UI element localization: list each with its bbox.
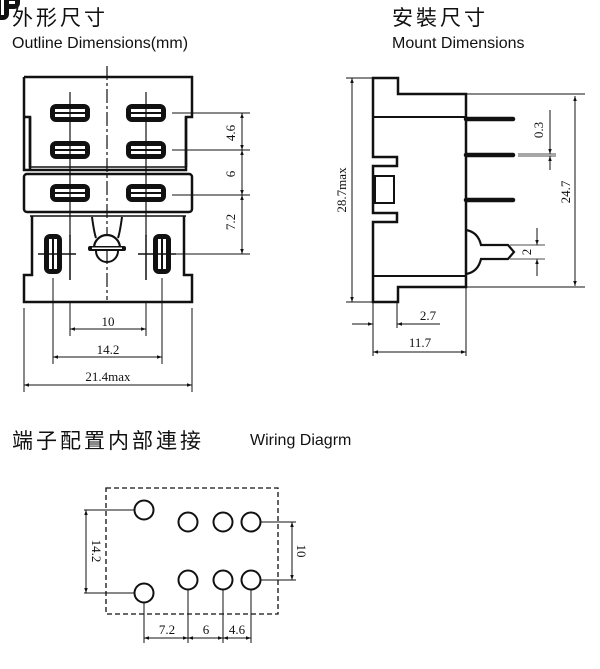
dim-label: 6: [223, 170, 238, 177]
wiring-title-en: Wiring Diagrm: [250, 432, 352, 449]
socket-lower-body: [22, 216, 194, 304]
coil-pin: [133, 582, 155, 604]
mount-drawing: 28.7max 24.7 0.3 2 2.7 11.7: [334, 76, 585, 356]
dim-label: 4.6: [223, 124, 238, 141]
outline-title-cn: 外形尺寸: [12, 6, 108, 30]
wiring-title-cn: 端子配置内部連接: [12, 429, 204, 453]
contact-pin: [177, 569, 199, 591]
dim-label: 14.2: [89, 540, 104, 563]
mount-title-en: Mount Dimensions: [392, 35, 525, 52]
coil-pin: [133, 499, 155, 521]
dim-label: 24.7: [558, 180, 573, 203]
socket-outline-dashed: [105, 487, 279, 615]
outline-drawing: 4.6 6 7.2 10 14.2 21.4max: [0, 0, 250, 392]
socket-side-body: [371, 76, 468, 304]
mount-title-cn: 安裝尺寸: [392, 6, 488, 30]
clip-icon: [92, 233, 122, 249]
contact-pin: [240, 569, 262, 591]
dim-label: 4.6: [229, 622, 246, 637]
contact-pin: [212, 511, 234, 533]
dim-label: 10: [294, 545, 309, 558]
dim-label: 14.2: [97, 342, 120, 357]
contact-pin: [212, 569, 234, 591]
dim-label: 2.7: [420, 308, 437, 323]
clip-side: [465, 228, 516, 276]
wiring-drawing: 14.2 10 7.2 6 4.6: [84, 487, 309, 643]
dim-label: 10: [102, 314, 115, 329]
contact-pin: [240, 511, 262, 533]
dim-label: 0.3: [531, 122, 546, 138]
dim-label: 7.2: [159, 622, 175, 637]
dim-label: 21.4max: [85, 369, 131, 384]
outline-title-en: Outline Dimensions(mm): [12, 35, 189, 52]
dim-label: 7.2: [223, 214, 238, 230]
dim-label: 11.7: [409, 335, 432, 350]
dim-label: 6: [203, 622, 210, 637]
dim-label: 28.7max: [334, 167, 349, 213]
socket-middle-band: [22, 172, 194, 214]
dim-label: 2: [519, 249, 534, 256]
socket-upper-body: [22, 75, 194, 172]
contact-pin: [177, 511, 199, 533]
